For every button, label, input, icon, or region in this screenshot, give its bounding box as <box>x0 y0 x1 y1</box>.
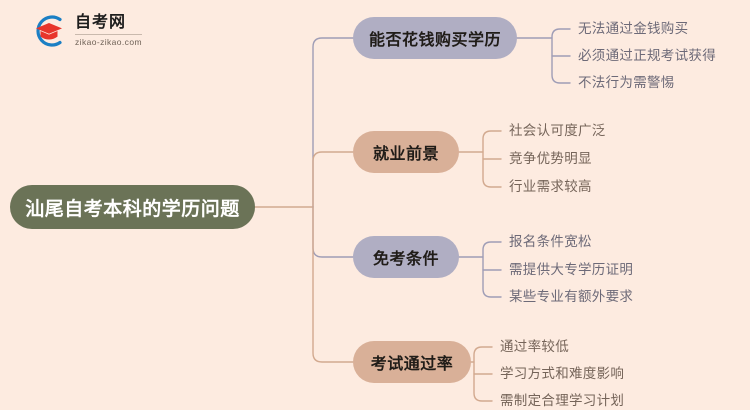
mindmap-branch-node-2[interactable]: 就业前景 <box>353 131 459 173</box>
mindmap-branch-label: 考试通过率 <box>370 356 454 373</box>
mindmap-branch-node-1[interactable]: 能否花钱购买学历 <box>353 17 517 59</box>
site-logo: 自考网 zikao-zikao.com <box>30 12 142 50</box>
mindmap-root-label: 汕尾自考本科的学历问题 <box>25 198 240 220</box>
mindmap-leaf-node-2-1[interactable]: 社会认可度广泛 <box>509 123 606 138</box>
mindmap-branch-node-3[interactable]: 免考条件 <box>353 236 459 278</box>
mindmap-root-node[interactable]: 汕尾自考本科的学历问题 <box>10 185 255 229</box>
mindmap-leaf-node-4-3[interactable]: 需制定合理学习计划 <box>500 393 625 408</box>
mindmap-branch-node-4[interactable]: 考试通过率 <box>353 341 471 383</box>
logo-title: 自考网 <box>75 15 142 36</box>
mindmap-branch-label: 免考条件 <box>372 251 439 268</box>
mindmap-leaf-node-2-2[interactable]: 竞争优势明显 <box>509 151 592 166</box>
graduation-cap-circle-logo-icon <box>30 12 68 50</box>
logo-text-block: 自考网 zikao-zikao.com <box>75 15 142 47</box>
mindmap-leaf-node-1-2[interactable]: 必须通过正规考试获得 <box>578 48 716 63</box>
mindmap-leaf-node-3-3[interactable]: 某些专业有额外要求 <box>509 289 634 304</box>
logo-subtitle: zikao-zikao.com <box>75 37 142 48</box>
mindmap-leaf-node-1-1[interactable]: 无法通过金钱购买 <box>578 21 689 36</box>
mindmap-branch-label: 能否花钱购买学历 <box>368 32 501 49</box>
mindmap-leaf-node-2-3[interactable]: 行业需求较高 <box>509 179 592 194</box>
mindmap-leaf-node-3-1[interactable]: 报名条件宽松 <box>509 234 592 249</box>
mindmap-leaf-node-1-3[interactable]: 不法行为需警惕 <box>578 75 675 90</box>
mindmap-leaf-node-4-2[interactable]: 学习方式和难度影响 <box>500 366 625 381</box>
mindmap-branch-label: 就业前景 <box>372 146 439 163</box>
mindmap-leaf-node-3-2[interactable]: 需提供大专学历证明 <box>509 262 634 277</box>
mindmap-leaf-node-4-1[interactable]: 通过率较低 <box>500 339 569 354</box>
